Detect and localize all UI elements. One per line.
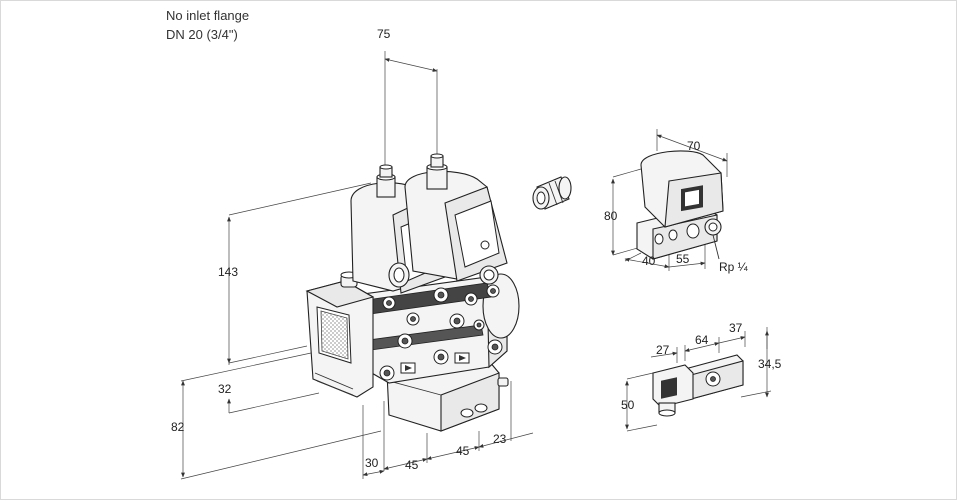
dim-label-34-5: 34,5	[758, 357, 782, 371]
valve-assembly	[180, 51, 520, 480]
dim-label-50: 50	[621, 398, 635, 412]
thread-label: Rp ¼	[719, 260, 749, 274]
cable-gland	[532, 176, 572, 210]
dim-label-82: 82	[171, 420, 185, 434]
dim-label-70: 70	[687, 139, 701, 153]
dim-label-23: 23	[493, 432, 507, 446]
dim-label-143: 143	[218, 265, 238, 279]
dim-label-45-right: 45	[456, 444, 470, 458]
title-line-2: DN 20 (3/4")	[166, 27, 238, 42]
screw-set	[379, 284, 503, 381]
dim-label-27: 27	[656, 343, 670, 357]
dim-label-45-left: 45	[405, 458, 419, 472]
title-line-1: No inlet flange	[166, 8, 250, 23]
dim-label-64: 64	[695, 333, 709, 347]
dim-label-40: 40	[642, 254, 656, 268]
dimension-labels: 75 143 32 82 30 45 45 23 70 80 40 55 Rp …	[171, 27, 782, 472]
dim-label-80: 80	[604, 209, 618, 223]
dim-label-30: 30	[365, 456, 379, 470]
title-block: No inlet flange DN 20 (3/4")	[166, 6, 249, 44]
pressure-switch-detail	[626, 327, 772, 432]
dim-label-75: 75	[377, 27, 391, 41]
dim-label-37: 37	[729, 321, 743, 335]
dim-label-32: 32	[218, 382, 232, 396]
dim-label-55: 55	[676, 252, 690, 266]
solenoid-detail	[612, 129, 728, 271]
